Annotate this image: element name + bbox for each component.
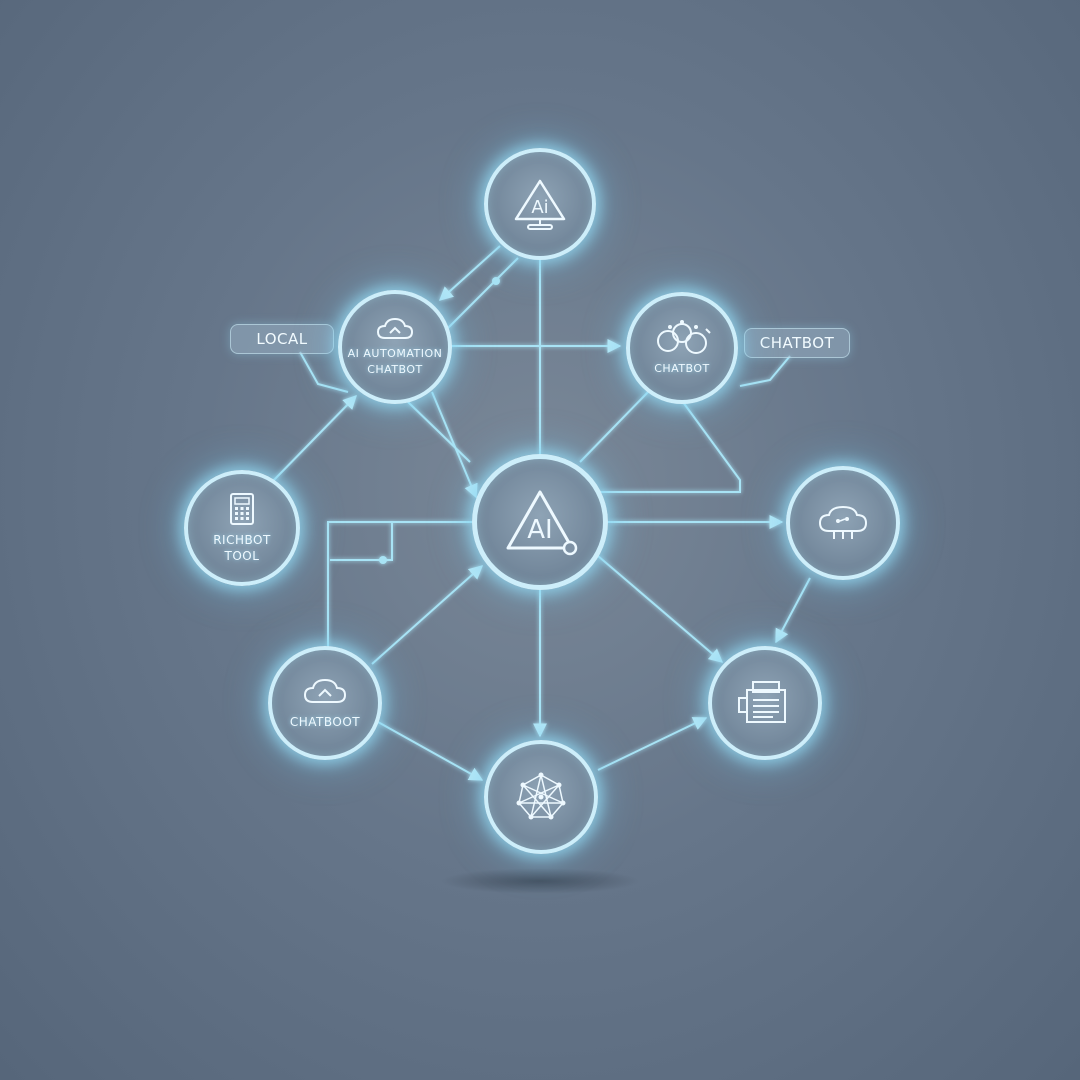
callout-local: LOCAL [230,324,334,354]
connector-chatbot-loop [600,397,741,493]
people-bubbles-icon [657,320,711,354]
node-left-calc-label: RICHBOT TOOL [213,533,271,563]
callout-chatbot-label: CHATBOT [759,334,835,352]
center-ai-text: AI [527,515,552,545]
top-ai-text: Ai [531,197,548,218]
node-chatbot-right-label: CHATBOT [654,362,710,375]
connector-cloud-to-document [775,577,811,644]
network-globe-icon [516,772,566,820]
ai-triangle-icon: AI [506,490,578,556]
node-bottom-left-cloud[interactable]: CHATBOOT [268,646,382,760]
node-right-document[interactable] [708,646,822,760]
node-automation-label: AI AUTOMATION CHATBOT [347,347,443,376]
connector-dot-2 [379,556,387,564]
floor-shadow [440,868,640,894]
node-left-calc[interactable]: RICHBOT TOOL [184,470,300,586]
node-right-cloud[interactable] [786,466,900,580]
connector-dot [492,277,500,285]
ai-monitor-icon: Ai [514,179,566,230]
node-bottom-left-cloud-label: CHATBOOT [289,715,361,729]
node-chatbot-right[interactable]: CHATBOT [626,292,738,404]
connector-automation-to-center [431,391,478,499]
document-printer-icon [738,681,786,723]
connector-cloud-to-network [377,721,484,781]
connector-center-to-document [597,555,724,663]
connector-calc-to-automation [271,394,357,483]
connector-cloud-to-center [371,565,484,665]
connector-automation-to-center-2 [407,401,471,463]
node-bottom-network[interactable] [484,740,598,854]
connector-left-bracket [327,521,472,648]
cloud-network-icon [818,505,868,539]
callout-leader-local [299,351,349,393]
connector-chatbot-to-center [579,389,651,463]
connector-top-to-automation [438,245,501,301]
connector-network-to-document [597,717,708,771]
cloud-icon [303,678,347,703]
connector-left-bracket-2 [330,522,393,561]
node-automation[interactable]: AI AUTOMATION CHATBOT [338,290,452,404]
callout-local-label: LOCAL [256,330,308,348]
node-top-ai[interactable]: Ai [484,148,596,260]
connector-top-to-automation-2 [447,257,519,329]
calculator-icon [230,493,254,525]
callout-chatbot: CHATBOT [744,328,850,358]
callout-leader-chatbot [739,355,791,387]
node-center-ai[interactable]: AI [472,454,608,590]
cloud-icon [376,317,414,339]
